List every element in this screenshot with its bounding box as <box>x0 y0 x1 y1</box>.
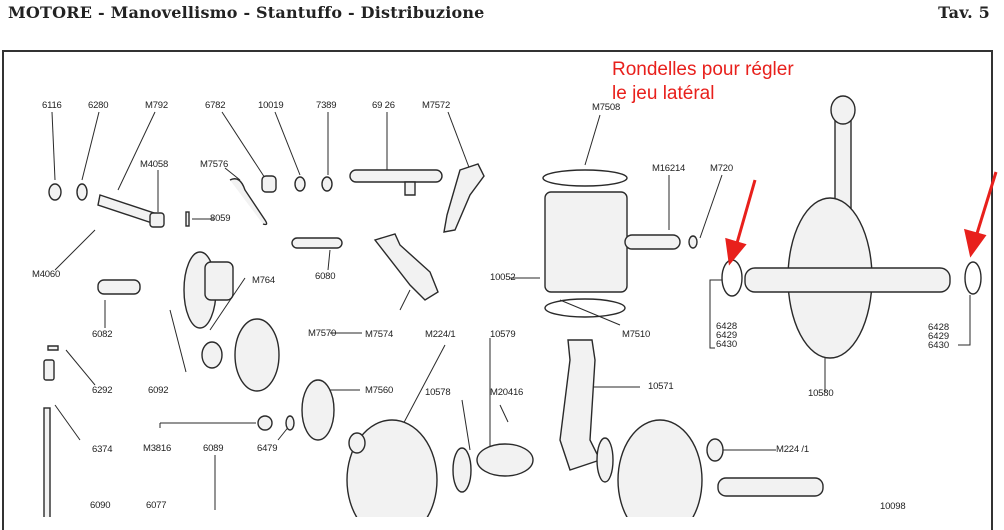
part-label: M7510 <box>622 329 651 340</box>
part-label: M4060 <box>32 269 61 280</box>
part-label: 6428 <box>928 322 950 333</box>
washer-set-right: 6428 6429 6430 <box>928 322 950 351</box>
part-label: 10098 <box>880 501 906 512</box>
part-label: M7574 <box>365 329 394 340</box>
part-label: 10578 <box>425 387 451 398</box>
part-label: 6428 <box>716 321 738 332</box>
part-label: M224/1 <box>425 329 456 340</box>
part-label: M3816 <box>143 443 172 454</box>
annotation-note: Rondelles pour régler le jeu latéral <box>612 58 794 106</box>
part-label: M7576 <box>200 159 229 170</box>
part-label: 6479 <box>257 443 278 454</box>
part-label: 6280 <box>88 100 109 111</box>
part-label: M7560 <box>365 385 394 396</box>
part-label: 10571 <box>648 381 674 392</box>
part-label: M7572 <box>422 100 451 111</box>
part-label: 6430 <box>716 339 738 350</box>
part-label: 6429 <box>928 331 950 342</box>
part-label: 6430 <box>928 340 950 351</box>
part-label: M224 /1 <box>776 444 809 455</box>
part-label: M7508 <box>592 102 621 113</box>
part-label: M720 <box>710 163 733 174</box>
part-label: 6089 <box>203 443 224 454</box>
part-label: 10052 <box>490 272 516 283</box>
part-label: 6080 <box>315 271 336 282</box>
part-label: 6429 <box>716 330 738 341</box>
part-label: 10019 <box>258 100 284 111</box>
part-label: M4058 <box>140 159 169 170</box>
part-label: 6782 <box>205 100 226 111</box>
part-label: M20416 <box>490 387 524 398</box>
part-label: 6090 <box>90 500 111 511</box>
part-label: 6374 <box>92 444 113 455</box>
part-label: M764 <box>252 275 275 286</box>
part-label: M7570 <box>308 328 337 339</box>
part-label: 6292 <box>92 385 113 396</box>
diagram-frame <box>2 50 993 530</box>
washer-set-left: 6428 6429 6430 <box>716 321 738 350</box>
part-label: 69 26 <box>372 100 395 111</box>
plate-number: Tav. 5 <box>938 3 990 22</box>
part-label: 6092 <box>148 385 169 396</box>
page-title: MOTORE - Manovellismo - Stantuffo - Dist… <box>8 3 485 22</box>
part-label: 6077 <box>146 500 167 511</box>
part-label: 8059 <box>210 213 231 224</box>
part-label: M792 <box>145 100 168 111</box>
annotation-line-1: Rondelles pour régler <box>612 59 794 80</box>
part-label: 10580 <box>808 388 834 399</box>
part-label: 7389 <box>316 100 337 111</box>
part-label: 6082 <box>92 329 113 340</box>
annotation-line-2: le jeu latéral <box>612 83 715 104</box>
part-label: M16214 <box>652 163 686 174</box>
exploded-parts-drawing <box>43 95 998 517</box>
part-label: 6116 <box>42 100 62 111</box>
part-label: 10579 <box>490 329 516 340</box>
